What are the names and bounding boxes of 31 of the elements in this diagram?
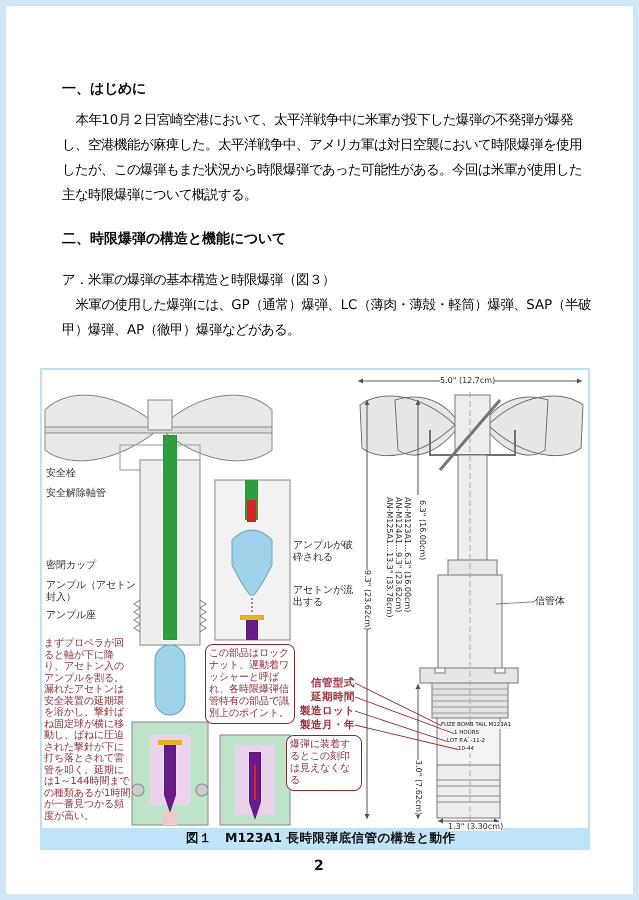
model-dimension-label: AN-M125A1…13.3" (33.78cm)	[385, 497, 394, 618]
page-number: 2	[314, 858, 324, 874]
section-heading: 一、はじめに	[62, 80, 146, 98]
explanation-note: まずプロペラが回ると軸が下に降り、アセトン入のアンプルを割る。漏れたアセトンは安全装置の延期環を溶かし、撃針ばね固定球が横に移動し、ばねに圧迫された撃針が下に打ち落とされて雷管を叩く。延期には1～144時間までの種類あるが1時間が一番見つかる頻度が高い。	[44, 638, 132, 822]
model-dimension-label: AN-M123A1…6.3" (16.00cm)	[403, 497, 412, 612]
subheading: ア．米軍の爆弾の基本構造と時限爆弾（図３）	[62, 272, 336, 290]
paragraph: 米軍の使用した爆弾には、GP（通常）爆弾、LC（薄肉・薄殻・軽筒）爆弾、SAP（半破甲）爆弾、AP（徹甲）爆弾などがある。	[62, 296, 592, 340]
leader-line	[354, 696, 454, 734]
paragraph: 本年10月２日宮崎空港において、太平洋戦争中に米軍が投下した爆弾の不発弾が爆発し、空港機能が麻痺した。太平洋戦争中、アメリカ軍は対日空襲において時限爆弾を使用したが、この爆弾もまた状況から時限爆弾であった可能性がある。今回は米軍が使用した主な時限爆弾について概説する。	[62, 112, 583, 205]
dimension-label: 5.0" (12.7cm)	[440, 376, 496, 385]
leader-line	[354, 724, 458, 750]
figure-caption: 図１ M123A1 長時限弾底信管の構造と動作	[186, 830, 456, 847]
part-label: アンプル（アセトン封入）	[46, 580, 136, 603]
model-dimension-label: AN-M124A1…9.3" (23.62cm)	[394, 497, 403, 612]
part-label: アンプル座	[46, 610, 97, 622]
dimension-label: 1.3" (3.30cm)	[448, 822, 504, 831]
dimension-label: 9.3" (23.62cm)	[363, 570, 372, 630]
part-label: 安全栓	[46, 468, 77, 480]
dimension-label: 6.3" (16.00cm)	[418, 500, 427, 560]
leader-line	[354, 682, 442, 726]
part-label: 安全解除軸管	[46, 488, 107, 500]
part-label: アセトンが流出する	[293, 585, 354, 608]
note-box: この部品はロックナット、遅動着ワッシャーと呼ばれ、各時限爆弾信管特有の部品で識別上のポイント。	[205, 644, 295, 724]
note-box: 爆弾に装着するとこの刻印は見えなくなる	[286, 735, 362, 791]
section-heading: 二、時限爆弾の構造と機能について	[62, 230, 286, 248]
part-label: 密閉カップ	[46, 560, 98, 572]
leader-line	[496, 601, 536, 604]
part-label: アンプルが破砕される	[293, 540, 354, 563]
dimension-label: 3.0" (7.62cm)	[414, 760, 423, 816]
part-label: 信管体	[535, 596, 565, 608]
leader-line	[354, 710, 448, 742]
